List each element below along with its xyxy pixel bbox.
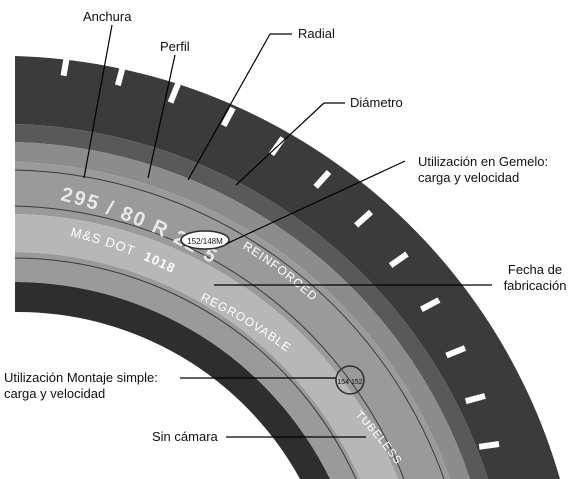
label-single-use-line1: Utilización Montaje simple:: [4, 370, 158, 385]
tread-band: [15, 56, 560, 479]
leader-profile: [147, 54, 176, 179]
leader-width: [83, 24, 113, 179]
shoulder-band: [15, 124, 488, 479]
label-single-use: Utilización Montaje simple: carga y velo…: [4, 370, 158, 402]
label-manufacture-date-line2: fabricación: [503, 278, 567, 293]
leader-diameter-diag: [235, 102, 325, 186]
bead: [15, 282, 330, 479]
label-profile: Perfil: [160, 39, 190, 54]
label-width: Anchura: [83, 9, 132, 24]
label-dual-use: Utilización en Gemelo: carga y velocidad: [418, 154, 548, 186]
single-load-badge: 154 152: [335, 365, 365, 395]
sidewall-size-band: [15, 162, 450, 479]
label-tubeless: Sin cámara: [152, 429, 218, 444]
label-manufacture-date: Fecha de fabricación: [492, 262, 578, 294]
label-single-use-line2: carga y velocidad: [4, 386, 106, 401]
sidewall-upper: [15, 142, 470, 479]
ring-lines: [14, 169, 445, 479]
leader-lines: [83, 24, 492, 438]
sidewall-lower: [15, 214, 398, 479]
label-dual-use-line1: Utilización en Gemelo:: [418, 154, 549, 169]
svg-text:152/148M: 152/148M: [187, 237, 223, 246]
leader-dual: [225, 160, 406, 245]
leader-radial-diag: [187, 33, 271, 181]
label-manufacture-date-line1: Fecha de: [507, 262, 563, 277]
label-radial: Radial: [298, 26, 335, 41]
svg-text:154 152: 154 152: [337, 379, 362, 386]
label-dual-use-line2: carga y velocidad: [418, 170, 520, 185]
dual-load-badge: 152/148M: [180, 230, 230, 250]
label-diameter: Diámetro: [350, 95, 403, 110]
sidewall-marking-band: [15, 252, 360, 479]
